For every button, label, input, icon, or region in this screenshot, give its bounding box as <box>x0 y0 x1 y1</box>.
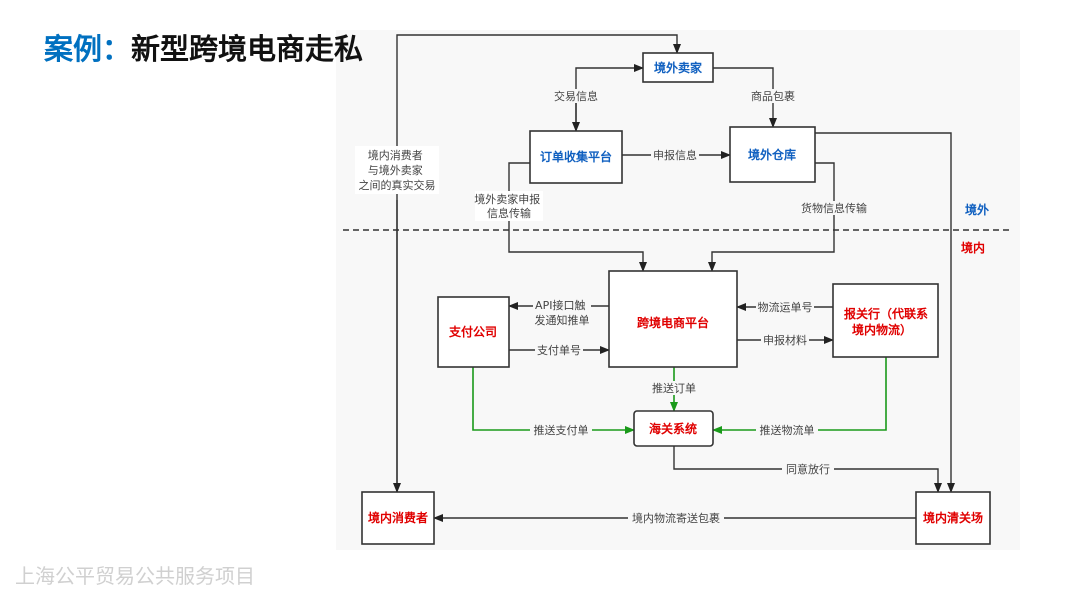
title-prefix: 案例： <box>44 32 132 66</box>
svg-text:境外卖家: 境外卖家 <box>654 60 703 75</box>
label-logistics-no: 物流运单号 <box>758 300 813 314</box>
node-payment: 支付公司 <box>437 296 510 368</box>
label-payment-no: 支付单号 <box>537 344 581 357</box>
label-bg <box>355 146 439 194</box>
node-customs: 海关系统 <box>633 410 714 447</box>
label-declare-material: 申报材料 <box>763 333 807 347</box>
label-push-logistics: 推送物流单 <box>760 423 815 437</box>
page-title: 案例：新型跨境电商走私 <box>44 26 363 68</box>
label-seller-declare: 境外卖家申报 信息传输 <box>474 192 544 220</box>
svg-text:支付公司: 支付公司 <box>448 324 497 339</box>
region-overseas: 境外 <box>965 202 989 217</box>
label-bg <box>747 89 799 103</box>
label-bg <box>475 191 543 221</box>
label-bg <box>756 423 818 437</box>
label-declare-info: 申报信息 <box>653 148 697 162</box>
svg-text:订单收集平台: 订单收集平台 <box>540 149 612 164</box>
label-domestic-delivery: 境内物流寄送包裹 <box>632 511 720 525</box>
node-clearance: 境内清关场 <box>915 491 991 545</box>
edge-seller-declare <box>508 162 647 272</box>
node-broker: 报关行（代联系境内物流） <box>832 283 939 358</box>
label-bg <box>651 148 699 162</box>
label-bg <box>761 333 809 347</box>
svg-text:境内消费者: 境内消费者 <box>368 510 428 525</box>
label-trade-info: 交易信息 <box>554 89 598 103</box>
label-release: 同意放行 <box>786 462 830 476</box>
label-cargo-info: 货物信息传输 <box>801 201 867 215</box>
label-bg <box>782 462 834 476</box>
label-api-push: API接口触 发通知推单 <box>535 298 590 327</box>
label-push-order: 推送订单 <box>652 381 696 395</box>
svg-text:报关行（代联系境内物流）: 报关行（代联系境内物流） <box>844 306 928 337</box>
node-ecommerce-platform: 跨境电商平台 <box>608 270 738 368</box>
label-goods-parcel: 商品包裹 <box>751 89 795 103</box>
label-bg <box>800 201 868 215</box>
label-bg <box>530 423 592 437</box>
svg-text:境内清关场: 境内清关场 <box>923 510 983 525</box>
label-bg <box>628 511 724 525</box>
edge-warehouse-to-clearance <box>815 132 955 493</box>
node-order-platform: 订单收集平台 <box>529 130 623 184</box>
svg-text:跨境电商平台: 跨境电商平台 <box>637 315 709 330</box>
node-seller: 境外卖家 <box>642 52 714 83</box>
node-warehouse: 境外仓库 <box>729 126 816 183</box>
label-real-trade: 境内消费者 与境外卖家 之间的真实交易 <box>359 148 436 192</box>
svg-text:海关系统: 海关系统 <box>649 421 697 436</box>
footer-text: 上海公平贸易公共服务项目 <box>15 564 255 588</box>
label-push-payment: 推送支付单 <box>534 423 589 437</box>
region-domestic: 境内 <box>961 240 985 255</box>
node-consumer: 境内消费者 <box>361 491 435 545</box>
title-main: 新型跨境电商走私 <box>131 32 364 66</box>
edge-cargo-info <box>708 162 835 272</box>
label-bg <box>551 89 601 103</box>
label-bg <box>648 381 700 395</box>
label-bg <box>756 300 814 314</box>
svg-text:境外仓库: 境外仓库 <box>748 147 796 162</box>
label-bg <box>533 298 591 328</box>
edge-goods-parcel <box>713 67 777 128</box>
label-bg <box>535 343 583 357</box>
